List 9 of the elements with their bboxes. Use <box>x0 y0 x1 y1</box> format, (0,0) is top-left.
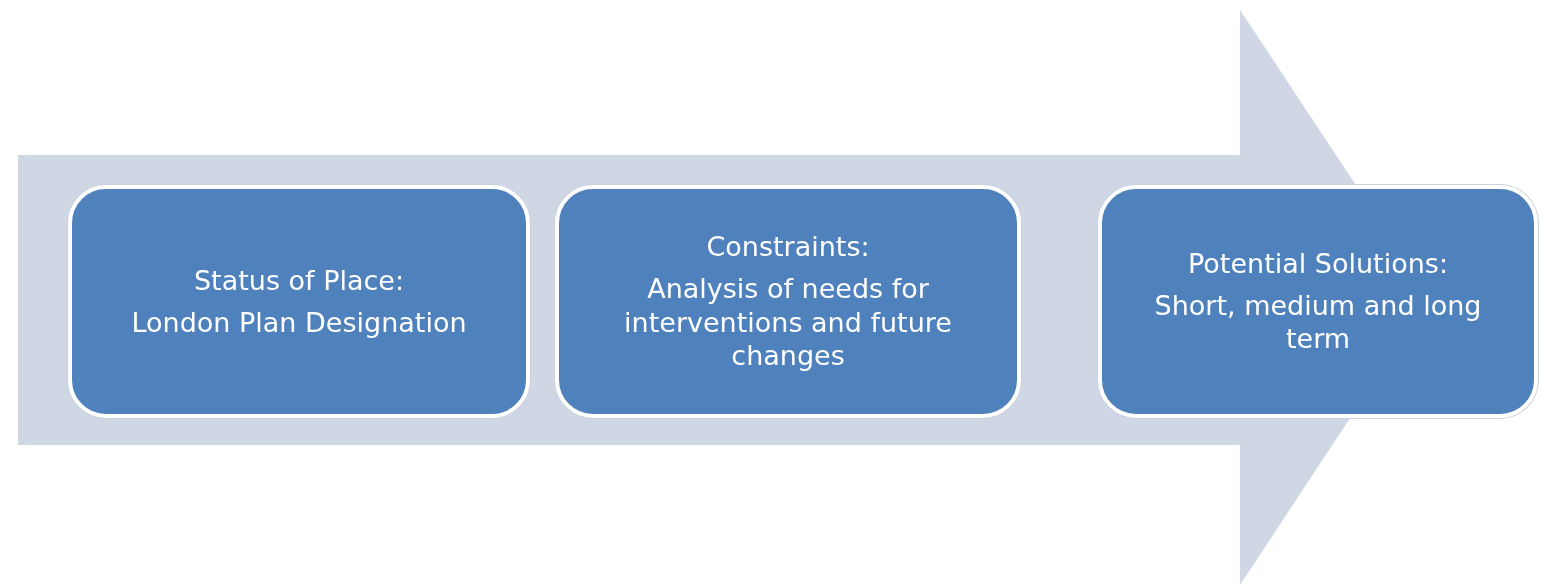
step-heading: Constraints: <box>706 230 870 264</box>
process-box <box>555 185 1021 418</box>
step-heading: Status of Place: <box>193 263 405 298</box>
process-box <box>1098 185 1538 418</box>
step-heading: Potential Solutions: <box>1188 246 1448 281</box>
process-box <box>68 185 530 418</box>
step-description: Short, medium and long term <box>1153 288 1483 357</box>
step-description: Analysis of needs for interventions and future changes <box>623 271 953 373</box>
step-description: London Plan Designation <box>131 305 467 340</box>
